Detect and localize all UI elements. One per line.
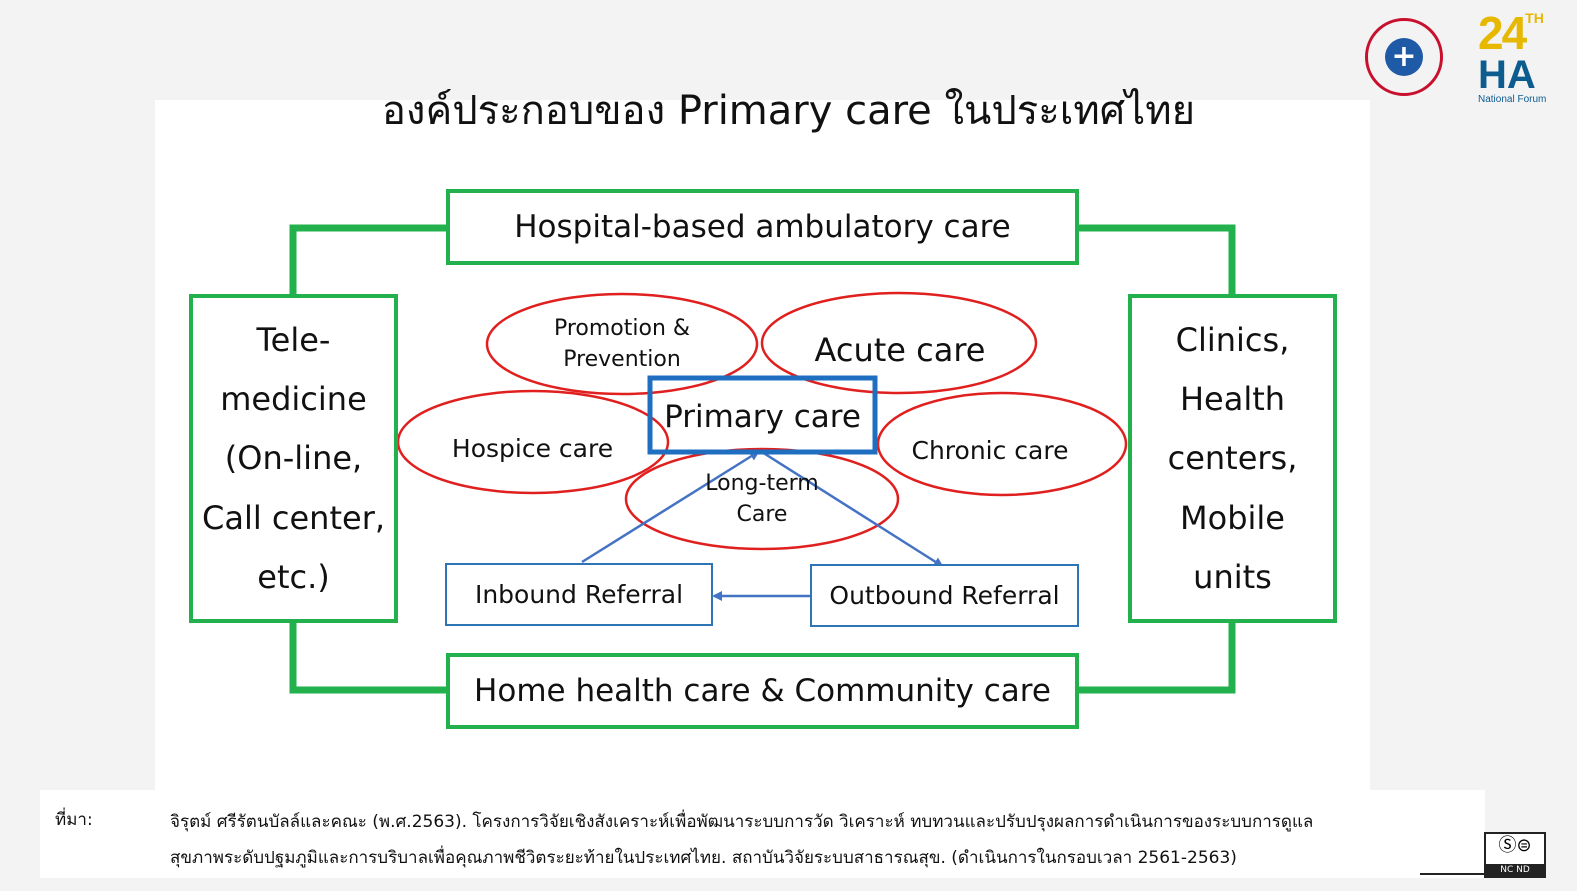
longterm-label: Long-term Care xyxy=(667,467,857,531)
telemedicine-box: Tele- medicine (On-line, Call center, et… xyxy=(189,294,398,623)
creative-commons-badge: Ⓢ⊜ NC ND xyxy=(1484,832,1546,878)
telemedicine-line-5: etc.) xyxy=(257,558,330,597)
source-footer xyxy=(40,790,1485,878)
outbound-referral-box: Outbound Referral xyxy=(810,564,1079,627)
source-label: ที่มา: xyxy=(55,810,93,830)
promotion-label: Promotion & Prevention xyxy=(507,310,737,378)
inbound-referral-box: Inbound Referral xyxy=(445,563,713,626)
connector-bottom-left xyxy=(289,621,448,694)
arrow-inbound-to-primary xyxy=(581,450,760,564)
source-citation: จิรุตม์ ศรีรัตนบัลล์และคณะ (พ.ศ.2563). โ… xyxy=(170,804,1450,876)
telemedicine-line-4: Call center, xyxy=(201,498,386,537)
clinics-line-3: centers, xyxy=(1167,439,1298,478)
page-title: องค์ประกอบของ Primary care ในประเทศไทย xyxy=(381,88,1196,134)
promotion-line-1: Promotion & xyxy=(553,316,691,341)
telemedicine-line-2: medicine xyxy=(220,380,367,419)
clinics-line-5: units xyxy=(1193,558,1272,597)
ellipse-longterm xyxy=(624,447,900,551)
inbound-referral-label: Inbound Referral xyxy=(474,580,684,609)
ellipse-hospice xyxy=(396,389,670,495)
primary-care-box xyxy=(647,375,878,455)
ellipse-promotion xyxy=(485,292,759,396)
connector-top-left xyxy=(289,224,448,297)
longterm-line-1: Long-term xyxy=(705,471,819,496)
source-line-2: สุขภาพระดับปฐมภูมิและการบริบาลเพื่อคุณภา… xyxy=(170,848,1237,868)
connector-bottom-right xyxy=(1077,621,1236,694)
ellipse-acute xyxy=(760,291,1038,395)
chronic-label: Chronic care xyxy=(911,435,1069,465)
divider-line xyxy=(1420,873,1484,875)
cc-tags: NC ND xyxy=(1486,864,1544,876)
organization-logo: + xyxy=(1365,18,1443,96)
arrow-primary-to-outbound xyxy=(761,450,944,568)
ha-number: 24 xyxy=(1478,7,1527,59)
hospital-ambulatory-label: Hospital-based ambulatory care xyxy=(514,209,1011,245)
clinics-box: Clinics, Health centers, Mobile units xyxy=(1128,294,1337,623)
acute-label: Acute care xyxy=(814,331,986,369)
ha-forum-logo: 24TH HA National Forum xyxy=(1478,10,1558,105)
promotion-line-2: Prevention xyxy=(563,347,681,372)
cc-icons: Ⓢ⊜ xyxy=(1498,835,1532,856)
clinics-line-4: Mobile xyxy=(1180,498,1285,537)
longterm-line-2: Care xyxy=(736,502,788,527)
telemedicine-line-3: (On-line, xyxy=(224,439,363,478)
cross-icon: + xyxy=(1385,38,1423,76)
hospital-ambulatory-box: Hospital-based ambulatory care xyxy=(446,189,1079,265)
source-line-1: จิรุตม์ ศรีรัตนบัลล์และคณะ (พ.ศ.2563). โ… xyxy=(170,812,1314,832)
primary-care-label: Primary care xyxy=(664,399,861,435)
outbound-referral-label: Outbound Referral xyxy=(829,581,1060,610)
telemedicine-line-1: Tele- xyxy=(256,320,331,359)
clinics-line-1: Clinics, xyxy=(1175,320,1290,359)
ha-forum-text: National Forum xyxy=(1478,94,1547,105)
ellipse-chronic xyxy=(876,391,1128,497)
clinics-line-2: Health xyxy=(1179,380,1286,419)
home-community-label: Home health care & Community care xyxy=(474,673,1051,709)
home-community-box: Home health care & Community care xyxy=(446,653,1079,729)
connector-top-right xyxy=(1077,224,1236,297)
ha-text: HA xyxy=(1478,53,1536,97)
hospice-label: Hospice care xyxy=(451,433,614,463)
ha-suffix: TH xyxy=(1525,10,1544,26)
